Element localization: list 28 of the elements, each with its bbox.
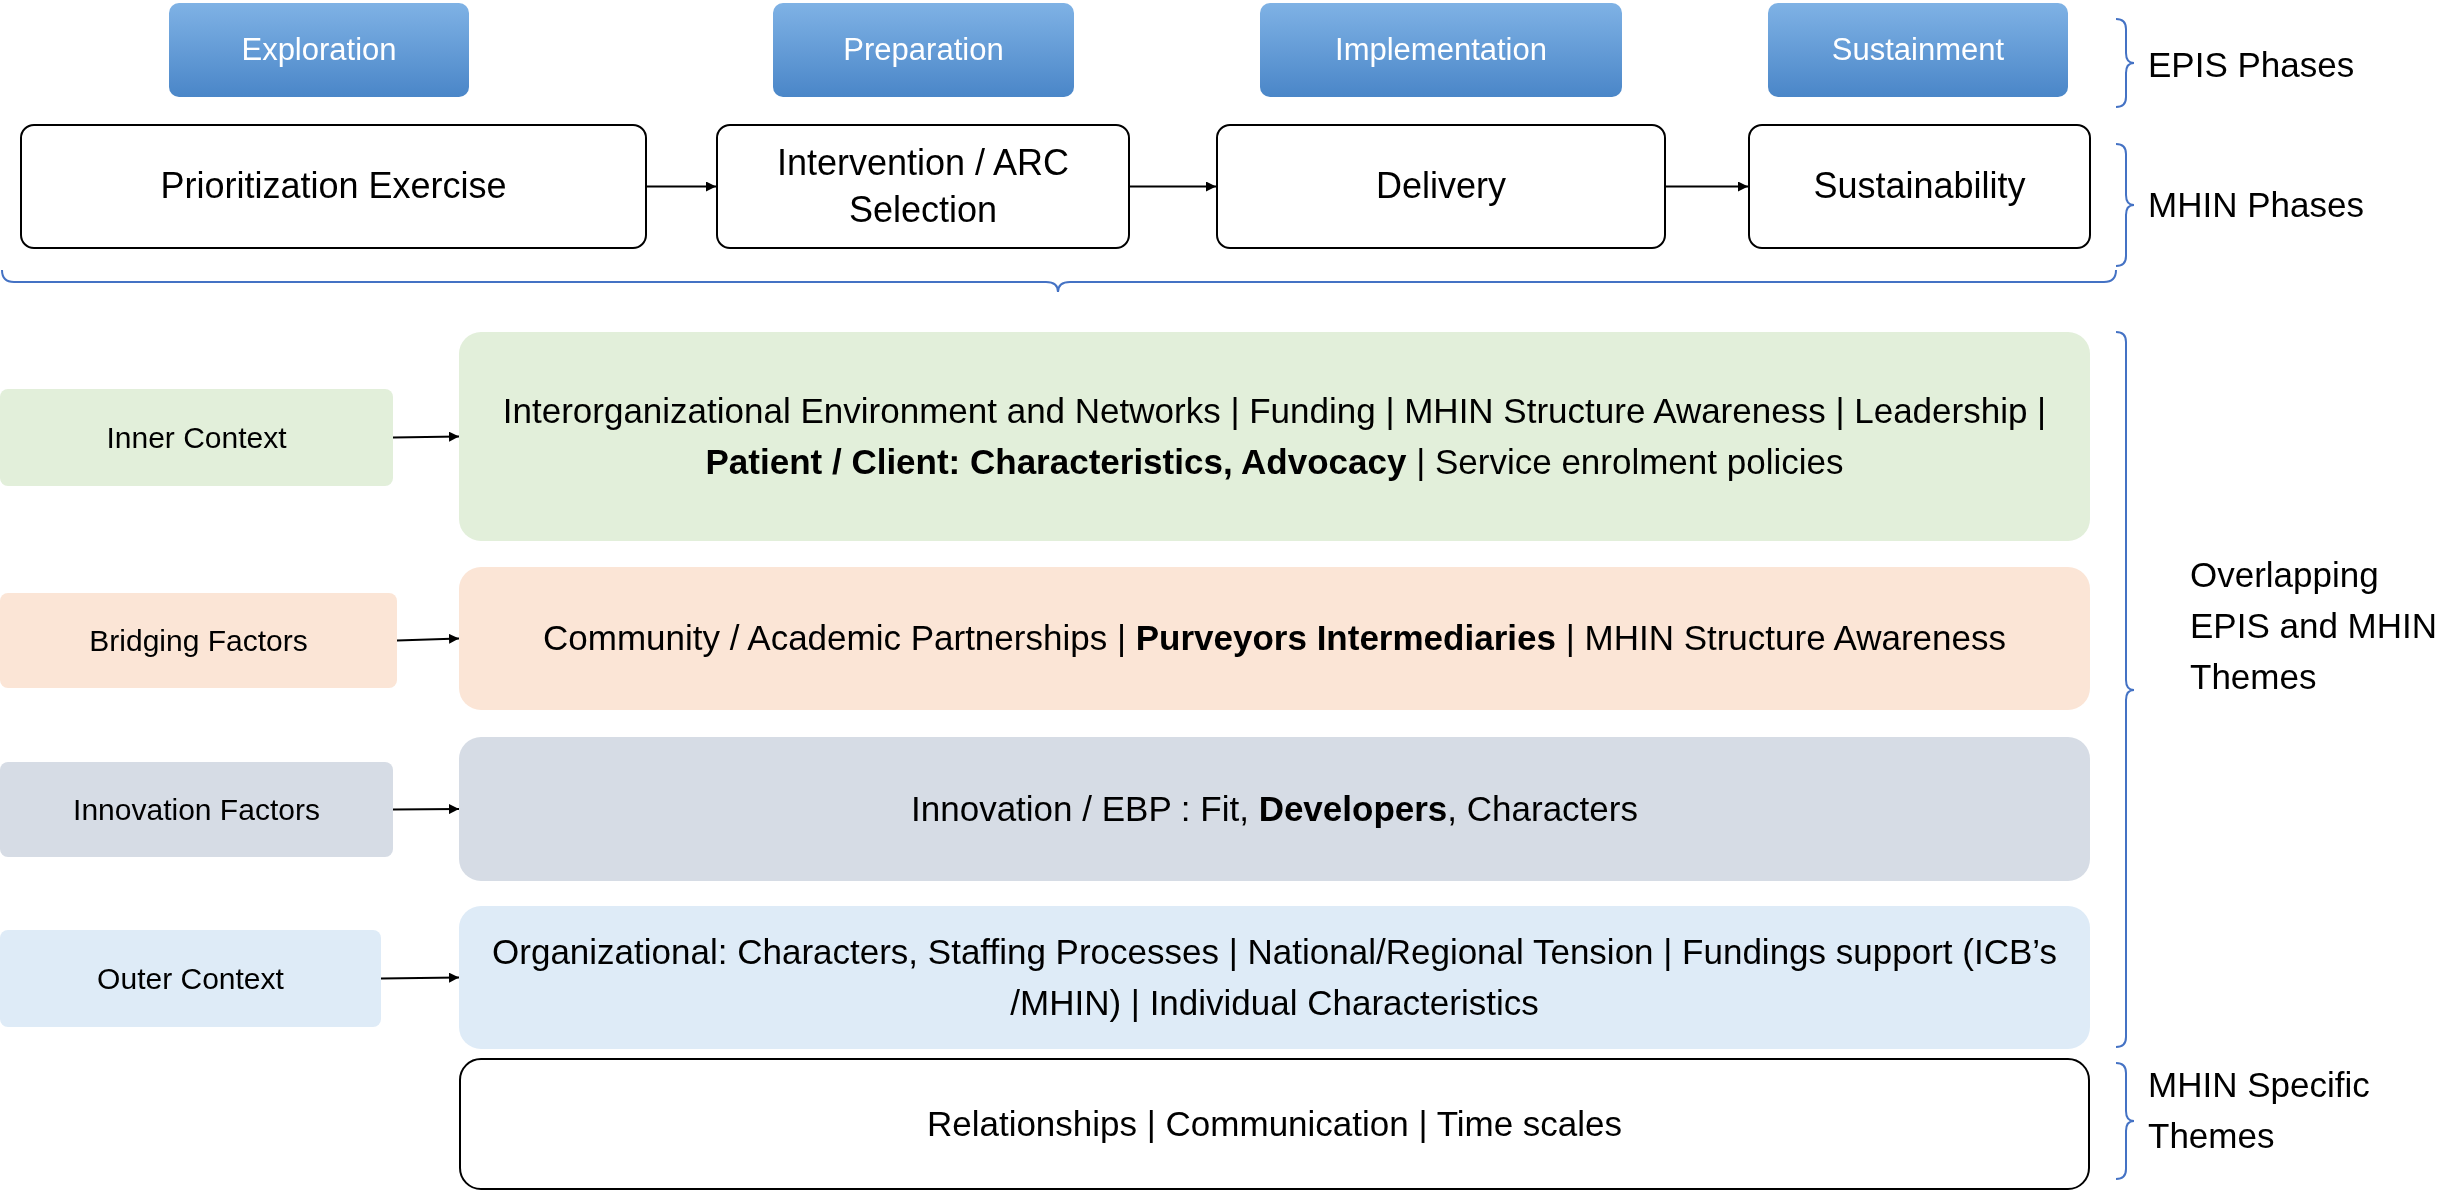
theme-box: Innovation / EBP : Fit, Developers, Characters <box>459 737 2090 881</box>
category-box: Outer Context <box>0 930 381 1027</box>
process-box: Sustainability <box>1748 124 2091 249</box>
process-box: Delivery <box>1216 124 1666 249</box>
theme-box: Relationships | Communication | Time scales <box>459 1058 2090 1190</box>
phase-label: Preparation <box>773 3 1074 97</box>
arrow <box>380 972 460 983</box>
arrow <box>392 431 460 442</box>
bracket-label: Overlapping EPIS and MHIN Themes <box>2190 554 2439 698</box>
bracket-label: MHIN Phases <box>2148 184 2365 226</box>
arrow <box>646 181 717 192</box>
theme-box: Community / Academic Partnerships | Purveyors Intermediaries | MHIN Structure Awareness <box>459 567 2090 710</box>
theme-box: Interorganizational Environment and Networks | Funding | MHIN Structure Awareness | Leadership | Patient / Client: Characteristics, Advocacy | Service enrolment policies <box>459 332 2090 541</box>
phase-label: Exploration <box>169 3 469 97</box>
arrow <box>392 804 460 815</box>
bracket-label: EPIS Phases <box>2148 44 2356 86</box>
arrow <box>1129 181 1217 192</box>
process-box: Prioritization Exercise <box>20 124 647 249</box>
category-box: Bridging Factors <box>0 593 397 688</box>
category-box: Innovation Factors <box>0 762 393 857</box>
phase-label: Sustainment <box>1768 3 2068 97</box>
category-box: Inner Context <box>0 389 393 486</box>
arrow <box>396 633 460 644</box>
bracket-label: MHIN Specific Themes <box>2148 1064 2371 1157</box>
process-box: Intervention / ARC Selection <box>716 124 1130 249</box>
phase-label: Implementation <box>1260 3 1622 97</box>
arrow <box>1665 181 1749 192</box>
theme-box: Organizational: Characters, Staffing Processes | National/Regional Tension | Fundings support (ICB’s /MHIN) | Individual Characteristics <box>459 906 2090 1049</box>
